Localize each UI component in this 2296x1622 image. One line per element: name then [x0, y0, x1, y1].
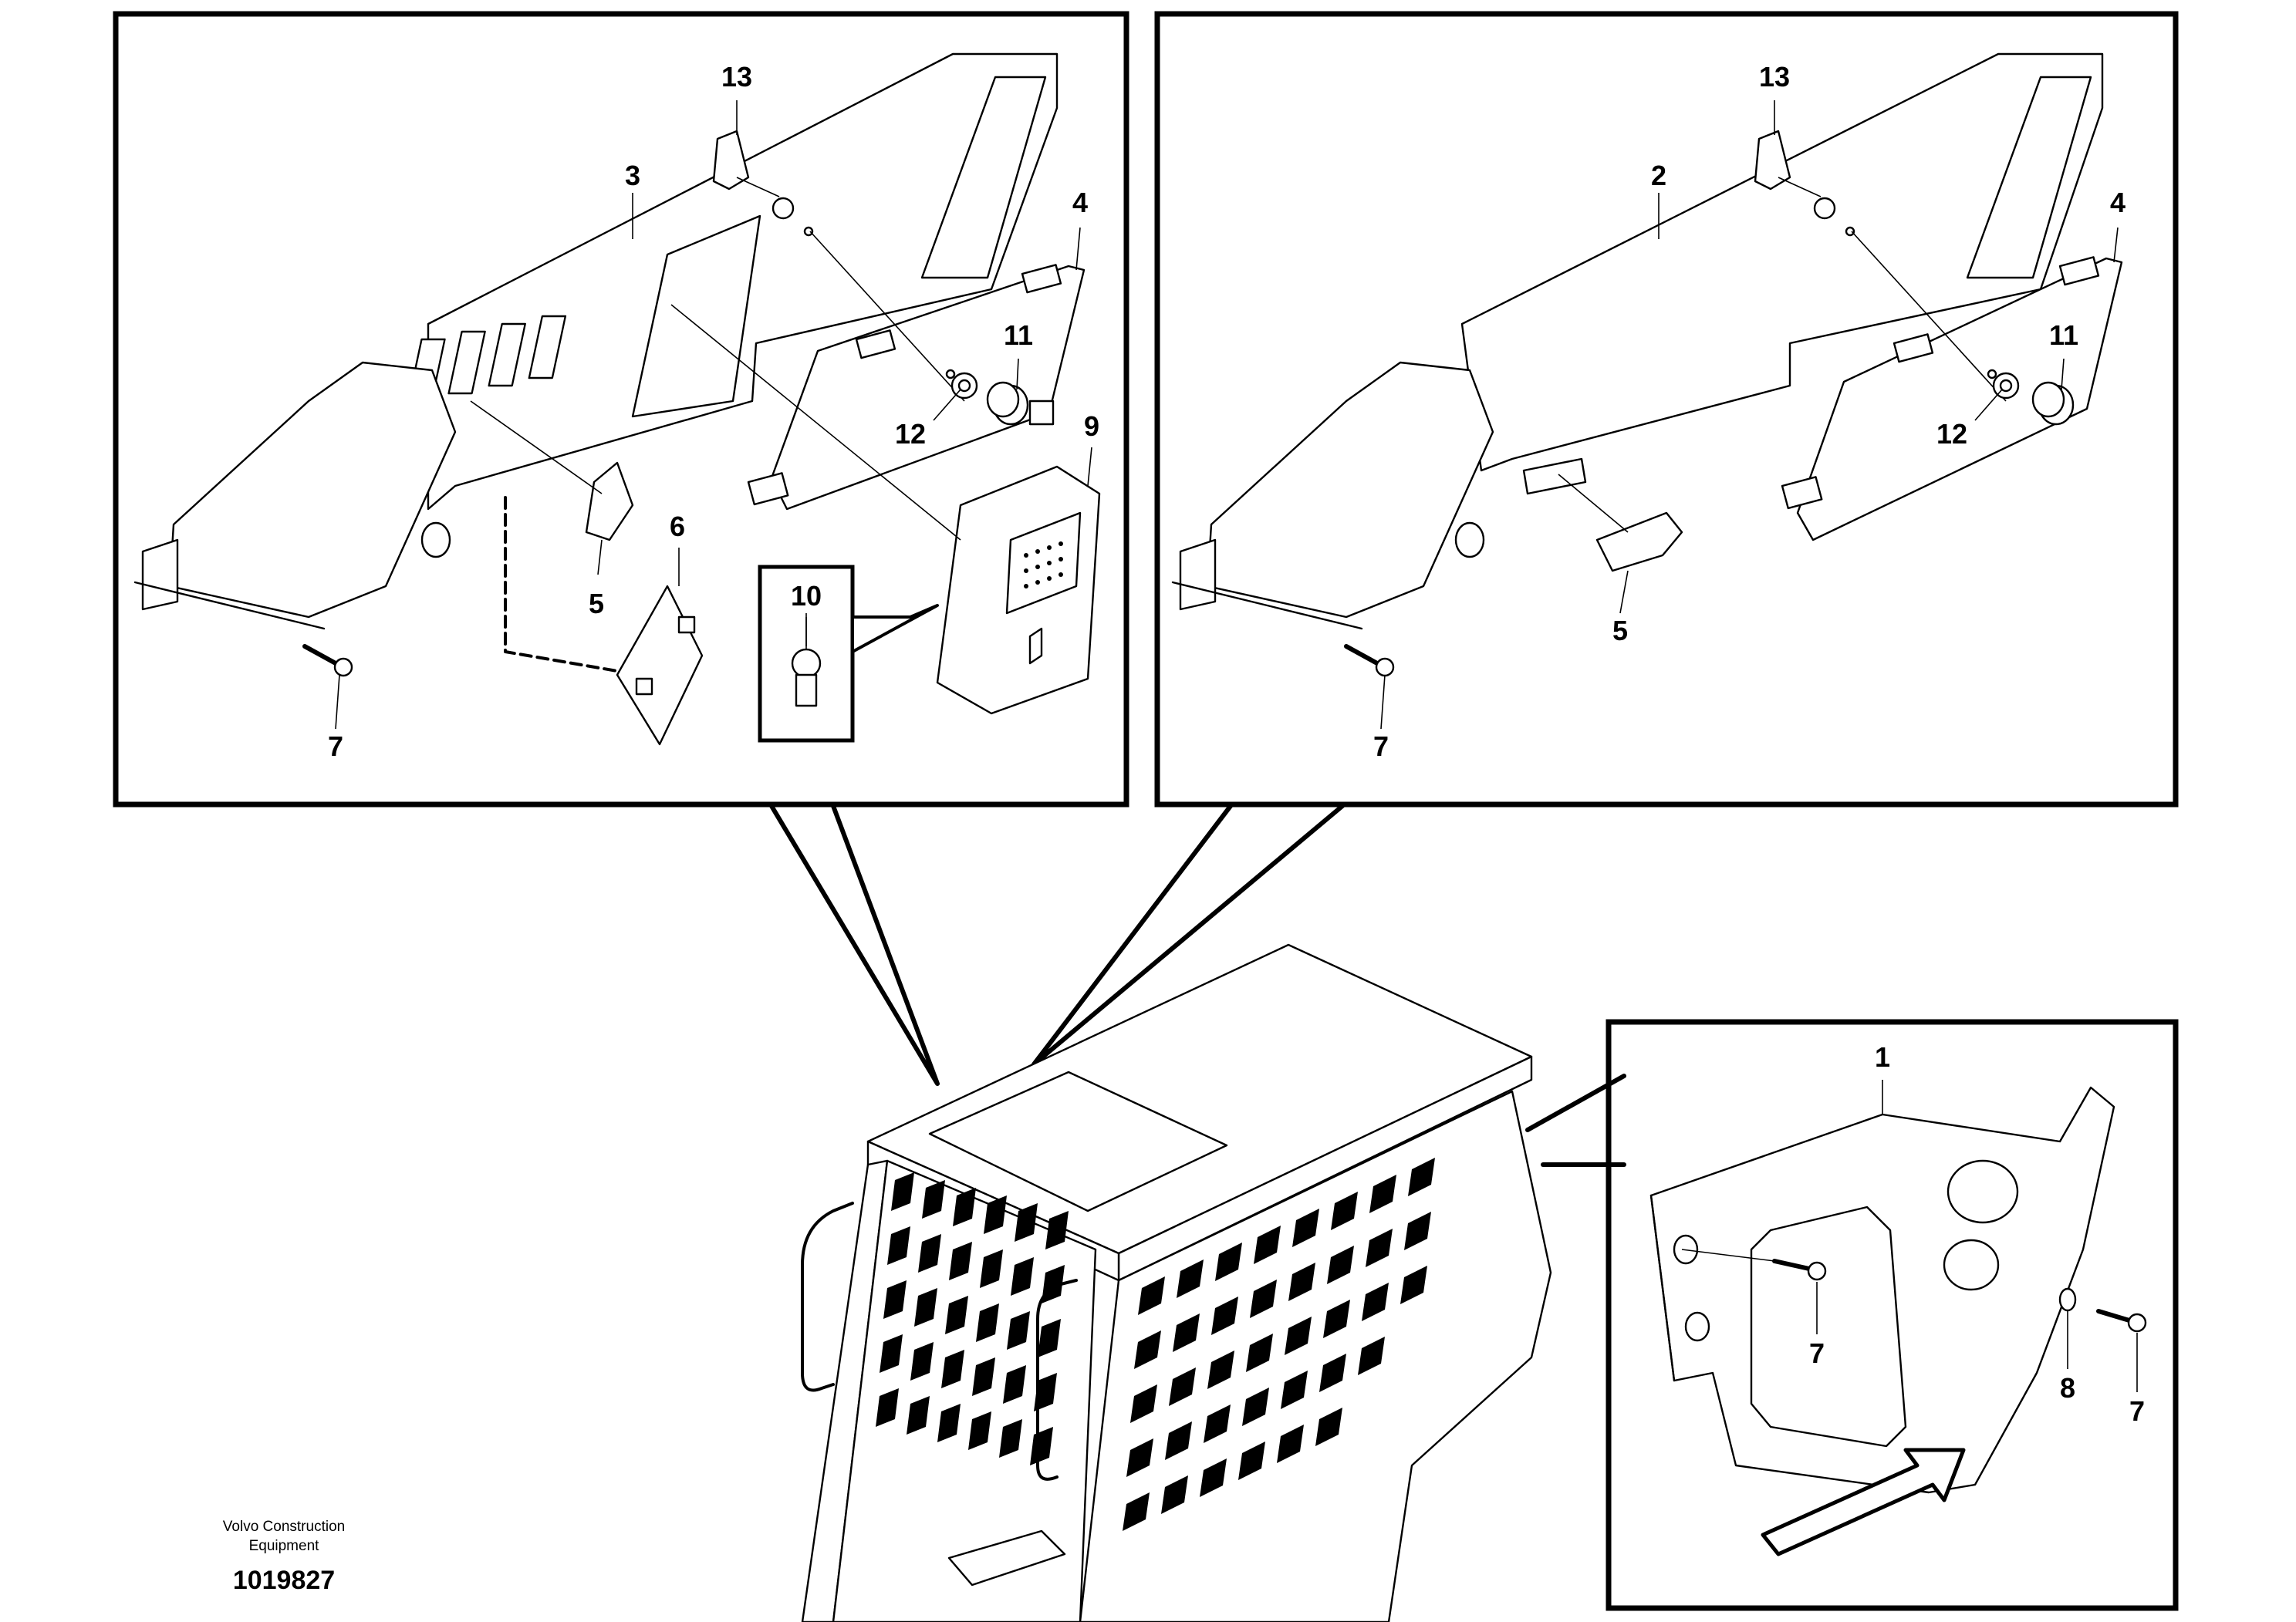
label-5: 5: [1612, 615, 1628, 646]
drawing-number: 1019827: [233, 1566, 335, 1595]
cover-plate-4-right: [1781, 256, 2123, 541]
panel-frame: [113, 11, 1129, 808]
label-9: 9: [1084, 410, 1099, 442]
part-8-washer: [2058, 1287, 2077, 1312]
panel-frame: [1154, 11, 2179, 808]
part-10-bulb-inset: [758, 565, 939, 743]
caption-line-2: Equipment: [249, 1538, 320, 1554]
side-cover-1: [1649, 1086, 2115, 1494]
cab-illustration: [801, 943, 1552, 1622]
label-13: 13: [721, 61, 752, 93]
view-direction-arrow: [1761, 1448, 1966, 1556]
left-grille: [876, 1172, 1069, 1465]
label-12: 12: [1936, 418, 1967, 450]
part-5-cap-right: [1558, 474, 1683, 572]
label-3: 3: [625, 160, 640, 191]
part-7-screw-outer: [2096, 1309, 2147, 1333]
label-7: 7: [1373, 730, 1389, 762]
panel-frame: [1606, 1019, 2179, 1611]
label-10: 10: [791, 580, 822, 612]
label-7: 7: [1809, 1337, 1825, 1369]
dashboard-panel-3: [133, 52, 1059, 630]
caption-line-1: Volvo Construction: [223, 1519, 345, 1535]
part-13-clip-right: [1754, 130, 1822, 197]
label-11: 11: [2049, 319, 2078, 351]
part-7-screw-left: [302, 644, 353, 677]
label-5: 5: [589, 588, 604, 619]
label-7: 7: [2129, 1395, 2145, 1427]
part-6-bracket: [504, 496, 704, 746]
detail-panel-top-left: 13 3 4 11 12 9 6 5 10 7: [113, 11, 1129, 808]
label-2: 2: [1651, 160, 1666, 191]
part-5-cap: [470, 400, 634, 541]
detail-panel-top-right: 13 2 4 11 12 5 7: [1154, 11, 2179, 808]
label-13: 13: [1759, 61, 1790, 93]
part-7-screw-right: [1344, 644, 1395, 677]
part-9-lamp-housing: [670, 304, 1101, 715]
label-7: 7: [328, 730, 343, 762]
label-8: 8: [2060, 1372, 2075, 1404]
label-11: 11: [1004, 319, 1033, 351]
label-4: 4: [2110, 187, 2125, 218]
part-11-knob-right: [1851, 231, 2075, 426]
label-leaders-top-left: [335, 100, 1092, 730]
label-6: 6: [670, 511, 685, 542]
part-7-screw-inner: [1681, 1249, 1827, 1281]
label-leaders-top-right: [1380, 100, 2119, 730]
part-11-knob: [809, 231, 1029, 426]
part-13-clip: [712, 130, 780, 197]
detail-panel-bottom-right: 1 7 8 7: [1606, 1019, 2179, 1611]
label-1: 1: [1875, 1041, 1890, 1073]
dashboard-panel-2: [1171, 52, 2104, 630]
cover-plate-4: [747, 264, 1086, 511]
right-grille: [1123, 1158, 1435, 1531]
label-4: 4: [1072, 187, 1088, 218]
label-12: 12: [895, 418, 926, 450]
label-leaders-bottom-right: [1816, 1080, 2138, 1392]
